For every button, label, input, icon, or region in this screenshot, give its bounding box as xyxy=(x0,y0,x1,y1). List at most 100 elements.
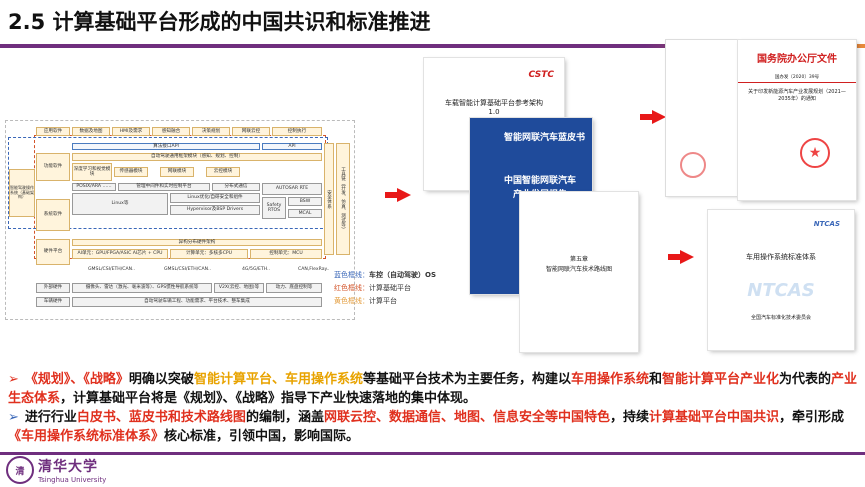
page-title: 2.5 计算基础平台形成的中国共识和标准推进 xyxy=(8,10,431,34)
block-vehicle: 车辆硬件 xyxy=(36,297,70,307)
ntcas-watermark: NTCAS xyxy=(747,280,815,301)
legend-row: 黄色框线：计算平台 xyxy=(334,296,436,306)
bullet-2: ➢ 进行行业白皮书、蓝皮书和技术路线图的编制，涵盖网联云控、数据通信、地图、信息安… xyxy=(8,408,860,446)
bullet-segment: 《规划》、《战略》 xyxy=(24,372,129,387)
bullet-segment: 智能计算平台、车用操作系统 xyxy=(193,372,363,387)
footer-divider xyxy=(0,452,865,455)
app-top-item: 应用软件 xyxy=(36,127,70,136)
ntcas-org: 全国汽车标准化技术委员会 xyxy=(750,315,811,321)
side-label-tools: 工具链（开发、仿真、测试等） xyxy=(336,143,350,255)
legend-value: 车控（自动驾驶）OS xyxy=(369,271,436,279)
io-label-4: CAN,FlexRay.. xyxy=(298,267,330,272)
bullet-segment: 为代表的 xyxy=(779,372,832,387)
legend-value: 计算基础平台 xyxy=(369,284,411,292)
block-mcal: MCAL xyxy=(288,209,322,218)
block-ai-unit: AI单元：GPU/FPGA/ASIC AI芯片 + CPU xyxy=(72,249,168,259)
block-ext-items: 摄像头、雷达（激光、毫米波等）、GPS惯性导航系统等 xyxy=(72,283,212,293)
triangle-bullet-icon: ➢ xyxy=(8,372,19,387)
block-power: 动力、底盘控制等 xyxy=(266,283,322,293)
io-label-3: 4G/5G/ETH.. xyxy=(242,267,271,272)
bullet-segment: 智能计算平台产业化 xyxy=(662,372,780,387)
left-label-hw: 硬件平台 xyxy=(36,239,70,265)
block-deep-learn: 深度学习和视觉模块 xyxy=(72,163,112,181)
block-api: API xyxy=(262,143,322,150)
block-func-frame: 自动驾驶通用框架模块（感知、规划、控制） xyxy=(72,153,322,161)
io-label-1: GMSL/CSI/ETH/CAN.. xyxy=(88,267,135,272)
gov-header: 国务院办公厅文件 xyxy=(757,54,837,65)
block-bsw: BSW xyxy=(288,197,322,206)
cstc-logo: CSTC xyxy=(528,70,554,80)
triangle-bullet-icon: ➢ xyxy=(8,410,19,425)
block-autosar: AUTOSAR RTE xyxy=(262,183,322,195)
bullet-segment: 车用操作系统 xyxy=(570,372,649,387)
logo-en: Tsinghua University xyxy=(38,476,107,484)
app-top-item: 感知融合 xyxy=(152,127,190,136)
ref-arch-title: 车载智能计算基础平台参考架构 1.0 xyxy=(445,99,543,116)
bullet-segment: ，计算基础平台将是《规划》、《战略》指导下产业快速落地的集中体现。 xyxy=(60,391,477,406)
block-sensor: 传感器模块 xyxy=(114,167,148,177)
bluebook-title: 智能网联汽车蓝皮书 xyxy=(504,133,586,143)
bullet-segment: 白皮书、蓝皮书和技术路线图 xyxy=(76,410,246,425)
legend-row: 蓝色框线：车控（自动驾驶）OS xyxy=(334,270,436,280)
gov-stamp-icon: ★ xyxy=(800,138,830,168)
bullet-segment: 的编制，涵盖 xyxy=(245,410,324,425)
block-safety: Safety RTOS xyxy=(262,197,286,219)
block-hypervisor: Hypervisor及BSP Drivers xyxy=(170,205,260,215)
doc-roadmap: 第五章 智能网联汽车技术路线图 xyxy=(520,192,638,352)
block-ext-hw: 外部硬件 xyxy=(36,283,70,293)
block-v2x: V2X(云控、地图)等 xyxy=(214,283,264,293)
block-hw-abstract: 异构分布硬件架构 xyxy=(72,239,322,246)
bullet-segment: 明确以突破 xyxy=(128,372,194,387)
legend-label: 红色框线： xyxy=(334,284,369,292)
bullet-segment: 网联云控、数据通信、地图、信息安全等中国特色 xyxy=(323,410,610,425)
app-top-item: 控制执行 xyxy=(272,127,322,136)
arrow-1 xyxy=(385,188,411,202)
block-mgmt: 管理中间件和实时控制平台 xyxy=(118,183,210,191)
gov-line: 国办发〔2020〕39号 xyxy=(738,74,856,83)
block-linux: Linux等 xyxy=(72,193,168,215)
block-compute-unit: 计算单元：多核多CPU xyxy=(170,249,248,259)
bullet-segment: 等基础平台技术为主要任务，构建以 xyxy=(362,372,571,387)
arrow-2 xyxy=(640,110,666,124)
block-posix: POSIX/ARA …… xyxy=(72,183,116,191)
block-linux-opt: Linux优化/自研安全和组件 xyxy=(170,193,260,203)
left-label-os: 智能驾驶操作系统（基础架构） xyxy=(9,169,35,217)
bullet-segment: ，牵引形成 xyxy=(779,410,845,425)
block-cloud: 云控模块 xyxy=(206,167,240,177)
block-net: 网联模块 xyxy=(160,167,194,177)
tsinghua-logo: 清 清华大学 Tsinghua University xyxy=(6,456,106,484)
legend-value: 计算平台 xyxy=(369,297,397,305)
side-label-safety: 安全体系 xyxy=(324,143,334,255)
left-label-sys: 系统软件 xyxy=(36,199,70,231)
bullet-segment: 产业生态体系 xyxy=(8,372,858,406)
bullet-segment: ，持续 xyxy=(609,410,649,425)
ntcas-title: 车用操作系统标准体系 xyxy=(746,253,816,261)
legend-label: 蓝色框线： xyxy=(334,271,369,279)
bullet-segment: 进行行业 xyxy=(24,410,77,425)
bullet-segment: 计算基础平台中国共识 xyxy=(648,410,779,425)
bullet-segment: 核心标准，引领中国，影响国际。 xyxy=(164,429,360,444)
block-api-top: 算法接口API xyxy=(72,143,260,150)
bullet-segment: 和 xyxy=(648,372,662,387)
doc-ntcas: NTCAS 车用操作系统标准体系 NTCAS 全国汽车标准化技术委员会 xyxy=(708,210,854,350)
app-top-item: 网联云控 xyxy=(232,127,270,136)
doc-gov-left xyxy=(666,40,738,196)
left-label-func: 功能软件 xyxy=(36,153,70,181)
roadmap-title: 智能网联汽车技术路线图 xyxy=(545,266,612,273)
roadmap-chapter: 第五章 xyxy=(569,256,588,263)
ntcas-logo: NTCAS xyxy=(813,220,840,228)
bullet-1: ➢ 《规划》、《战略》明确以突破智能计算平台、车用操作系统等基础平台技术为主要任务… xyxy=(8,370,860,408)
app-top-item: 决策规划 xyxy=(192,127,230,136)
bullet-segment: 《车用操作系统标准体系》 xyxy=(8,429,165,444)
arrow-3 xyxy=(668,250,694,264)
gov-notice: 关于印发新能源汽车产业发展规划（2021—2035年）的通知 xyxy=(748,89,846,102)
io-label-2: GMSL/CSI/ETH/CAN.. xyxy=(164,267,211,272)
bullet-list: ➢ 《规划》、《战略》明确以突破智能计算平台、车用操作系统等基础平台技术为主要任务… xyxy=(8,370,860,446)
gov-left-stamp-icon xyxy=(680,152,706,178)
block-dist: 分布式通信 xyxy=(212,183,260,191)
tsinghua-seal-icon: 清 xyxy=(6,456,34,484)
block-vehicle-items: 自动驾驶车辆工程、功能需求、平台技术、整车集成 xyxy=(72,297,322,307)
app-top-item: 数据及地图 xyxy=(72,127,110,136)
